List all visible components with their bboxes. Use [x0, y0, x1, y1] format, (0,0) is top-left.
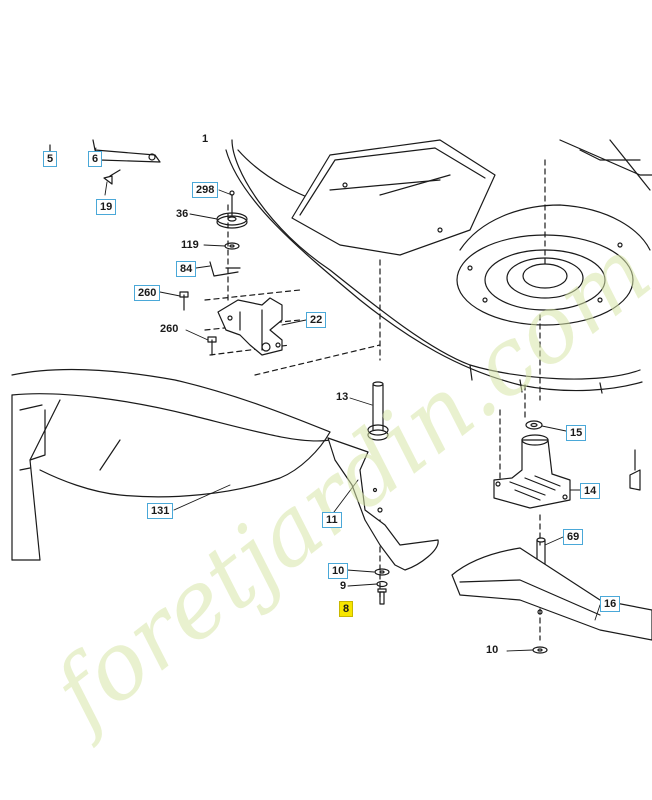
- callout-14: 14: [580, 483, 601, 499]
- callout-36: 36: [176, 208, 189, 220]
- callout-16: 16: [600, 596, 621, 612]
- cutting-blade-right: [451, 547, 652, 641]
- callout-1: 1: [202, 133, 209, 145]
- callout-131: 131: [147, 503, 174, 519]
- callout-15: 15: [566, 425, 587, 441]
- callout-11: 11: [322, 512, 342, 528]
- callout-10-lower: 10: [486, 644, 499, 656]
- callout-84: 84: [176, 261, 197, 277]
- callout-8-highlighted: 8: [339, 601, 354, 617]
- callout-5: 5: [43, 151, 58, 167]
- callout-10-upper: 10: [328, 563, 349, 579]
- cutting-blade-left: [327, 437, 439, 571]
- blade-fasteners: [374, 568, 390, 605]
- spindle-housing: [493, 420, 641, 509]
- idler-bracket: [179, 291, 283, 356]
- callout-22: 22: [306, 312, 327, 328]
- callout-119: 119: [181, 239, 199, 251]
- deflector-chute: [11, 368, 331, 561]
- spindle-shaft: [367, 381, 389, 441]
- callout-6: 6: [88, 151, 103, 167]
- callout-298: 298: [192, 182, 219, 198]
- callout-19: 19: [96, 199, 117, 215]
- washer-lower: [532, 646, 548, 654]
- callout-260-lower: 260: [160, 323, 179, 335]
- mower-deck-housing: [225, 139, 652, 394]
- callout-9: 9: [340, 580, 347, 592]
- callout-13: 13: [336, 391, 349, 403]
- callout-260-upper: 260: [134, 285, 161, 301]
- callout-69: 69: [563, 529, 584, 545]
- arm-bracket: [49, 139, 161, 185]
- leader-lines: [94, 147, 601, 652]
